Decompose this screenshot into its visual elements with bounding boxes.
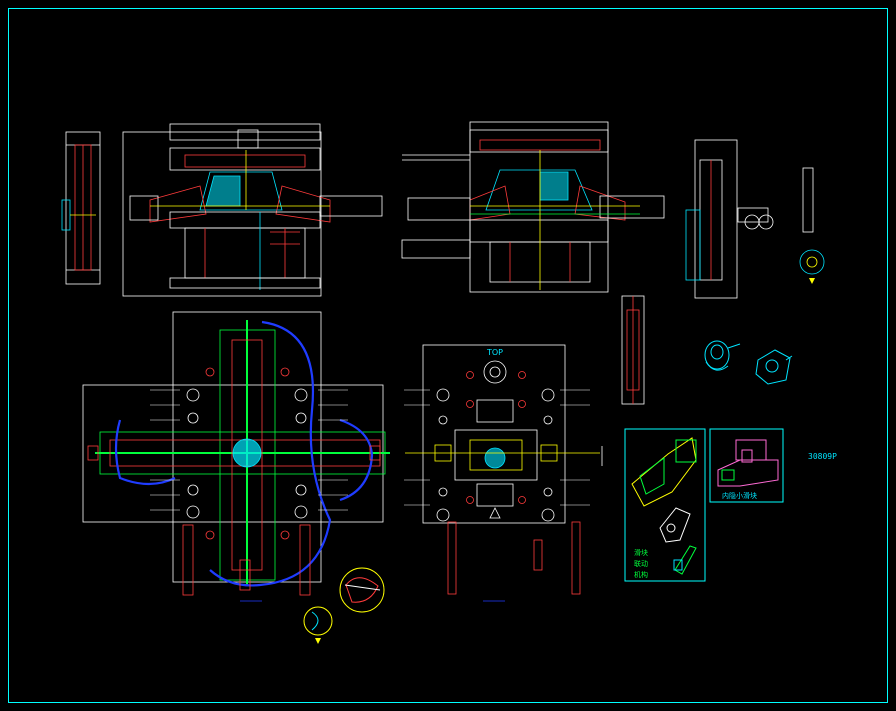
inner-slider-box[interactable] [709, 428, 784, 503]
slider-mechanism-box[interactable] [624, 428, 706, 582]
sheet-border [8, 8, 888, 703]
front-section-view[interactable] [122, 123, 383, 297]
detail-callout-a[interactable] [339, 567, 385, 613]
slider-mechanism-label-3: 机构 [634, 571, 648, 579]
dimension-ticks [150, 389, 590, 511]
moving-half-plan-view[interactable] [82, 311, 390, 602]
side-view-right[interactable] [685, 139, 825, 299]
part-3d-view-b[interactable] [755, 349, 793, 385]
fixed-half-plan-view[interactable] [405, 344, 603, 602]
detail-callout-b[interactable] [303, 606, 333, 644]
part-3d-view-a[interactable] [704, 340, 741, 371]
slider-side-view[interactable] [621, 295, 645, 405]
slider-mechanism-label-2: 联动 [634, 560, 648, 568]
inner-slider-label: 内隐小滑块 [722, 492, 757, 500]
slider-mechanism-label-1: 滑块 [634, 549, 648, 557]
part-tag-label: 30809P [808, 452, 837, 461]
right-section-view[interactable] [401, 121, 665, 293]
top-view-label: TOP [487, 348, 504, 357]
side-view-left[interactable] [61, 131, 101, 285]
